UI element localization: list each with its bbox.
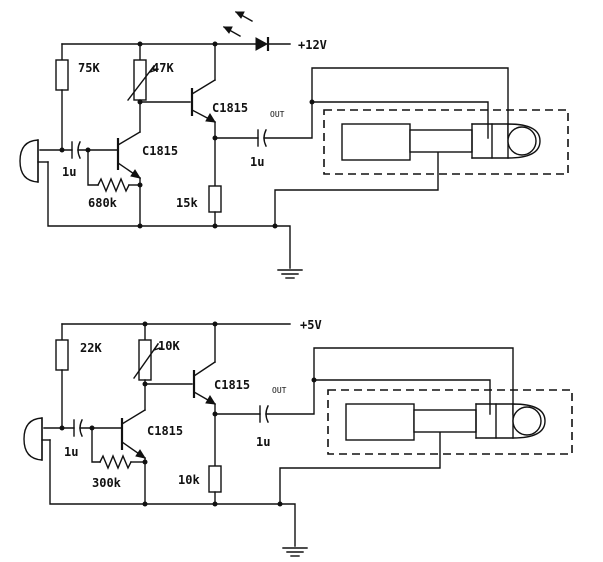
audio-jack-plug-bottom xyxy=(345,403,546,441)
circuit-top: +12V 75K 47K C1815 xyxy=(19,11,569,279)
q1-label-top: C1815 xyxy=(142,144,178,158)
ground-icon-top xyxy=(277,269,303,279)
c-out-label-top: 1u xyxy=(250,155,264,169)
variable-resistor-10k xyxy=(138,339,152,381)
r2-label-bottom: 10K xyxy=(158,339,180,353)
supply-label-top: +12V xyxy=(298,38,327,52)
light-arrows-icon xyxy=(222,11,253,37)
ground-icon-bottom xyxy=(282,547,308,557)
r1-label-bottom: 22K xyxy=(80,341,102,355)
re-label-bottom: 10k xyxy=(178,473,200,487)
shielded-enclosure-top xyxy=(323,109,569,175)
resistor-300k xyxy=(99,454,132,470)
shielded-enclosure-bottom xyxy=(327,389,573,455)
transistor-q1-bottom xyxy=(120,409,147,459)
transistor-q2-top xyxy=(190,43,216,123)
q2-label-top: C1815 xyxy=(212,101,248,115)
resistor-10k xyxy=(208,465,222,493)
r1-label-top: 75K xyxy=(78,61,100,75)
microphone-icon-top xyxy=(19,139,39,183)
c-in-label-bottom: 1u xyxy=(64,445,78,459)
resistor-680k xyxy=(97,177,130,193)
c-out-label-bottom: 1u xyxy=(256,435,270,449)
rb-label-top: 680k xyxy=(88,196,118,210)
transistor-q1-top xyxy=(116,131,142,179)
microphone-icon-bottom xyxy=(23,417,43,461)
diode-top xyxy=(255,37,270,51)
resistor-22k xyxy=(55,339,69,371)
r2-label-top: 47K xyxy=(152,61,174,75)
resistor-75k xyxy=(55,59,69,91)
supply-label-bottom: +5V xyxy=(300,318,322,332)
resistor-15k xyxy=(208,185,222,213)
re-label-top: 15k xyxy=(176,196,198,210)
out-label-bottom: OUT xyxy=(272,386,287,395)
rb-label-bottom: 300k xyxy=(92,476,122,490)
audio-jack-plug-top xyxy=(341,123,541,161)
c-in-label-top: 1u xyxy=(62,165,76,179)
q2-label-bottom: C1815 xyxy=(214,378,250,392)
transistor-q2-bottom xyxy=(192,323,216,405)
out-label-top: OUT xyxy=(270,110,285,119)
q1-label-bottom: C1815 xyxy=(147,424,183,438)
circuit-bottom: +5V 22K 10K C1815 xyxy=(23,318,573,557)
variable-resistor-47k xyxy=(133,59,147,101)
